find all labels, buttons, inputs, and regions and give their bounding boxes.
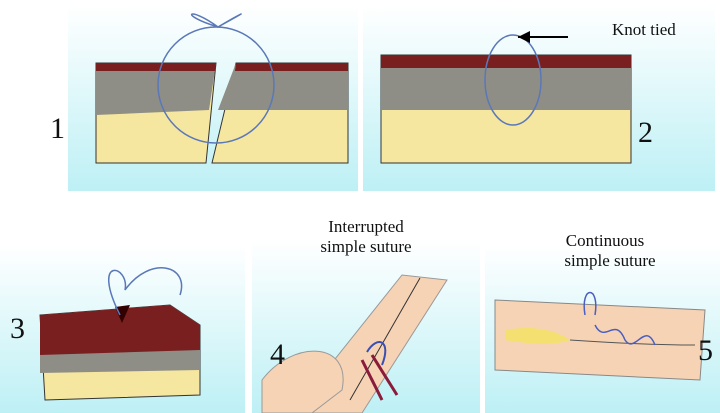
interrupted-label-line1: Interrupted	[328, 217, 404, 236]
panel-4-number: 4	[270, 338, 285, 371]
panel-1-number: 1	[50, 112, 65, 145]
knot-tied-label: Knot tied	[612, 20, 676, 39]
interrupted-label-line2: simple suture	[320, 237, 412, 256]
panel-4-interrupted-suture	[252, 240, 480, 413]
panel-1-illustration	[68, 5, 358, 191]
panel-2-illustration	[363, 5, 715, 191]
panel-5-continuous-suture	[485, 245, 720, 413]
panel-4-illustration	[252, 240, 480, 413]
continuous-label-line2: simple suture	[564, 251, 656, 270]
panel-3-3d-suture	[0, 245, 245, 413]
panel-3-number: 3	[10, 312, 25, 345]
panel-5-number: 5	[698, 334, 713, 367]
continuous-label-line1: Continuous	[565, 231, 645, 250]
panel-3-illustration	[0, 245, 245, 413]
panel-2-number: 2	[638, 116, 653, 149]
panel-1-open-wound	[68, 5, 358, 191]
panel-2-knot-tied	[363, 5, 715, 191]
panel-5-illustration	[485, 245, 720, 413]
